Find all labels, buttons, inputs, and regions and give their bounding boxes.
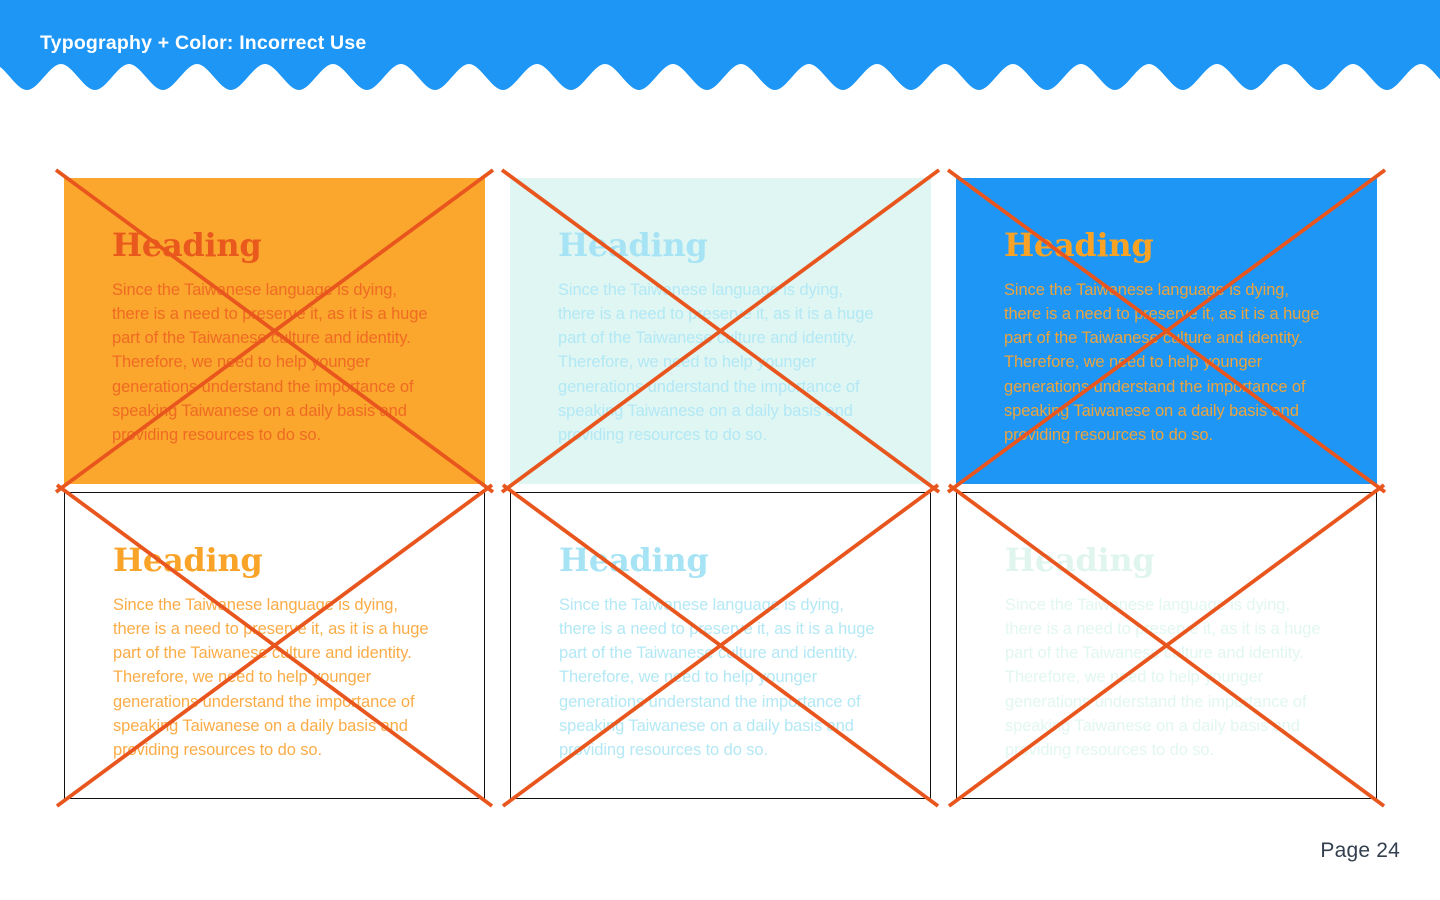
card-heading: Heading: [112, 226, 262, 264]
wave-edge: [0, 62, 1440, 90]
card-heading: Heading: [1005, 541, 1155, 579]
card-body-text: Since the Taiwanese language is dying, t…: [1004, 280, 1320, 445]
page-number: Page 24: [1320, 839, 1400, 862]
card-red-text-on-orange: Heading Since the Taiwanese language is …: [64, 178, 485, 484]
header-background: [0, 0, 1440, 62]
card-body-text: Since the Taiwanese language is dying, t…: [558, 280, 874, 445]
card-orange-text-on-blue: Heading Since the Taiwanese language is …: [956, 178, 1377, 484]
header-banner: Typography + Color: Incorrect Use: [0, 0, 1440, 92]
card-body-text: Since the Taiwanese language is dying, t…: [1005, 595, 1321, 760]
card-heading: Heading: [113, 541, 263, 579]
card-body-text: Since the Taiwanese language is dying, t…: [112, 280, 428, 445]
card-heading: Heading: [558, 226, 708, 264]
card-body-text: Since the Taiwanese language is dying, t…: [559, 595, 875, 760]
card-heading: Heading: [559, 541, 709, 579]
card-heading: Heading: [1004, 226, 1154, 264]
card-mint-text-on-white: Heading Since the Taiwanese language is …: [956, 492, 1377, 799]
card-cyan-text-on-white: Heading Since the Taiwanese language is …: [510, 492, 931, 799]
card-body-text: Since the Taiwanese language is dying, t…: [113, 595, 429, 760]
cards-grid: Heading Since the Taiwanese language is …: [64, 178, 1377, 799]
card-orange-text-on-white: Heading Since the Taiwanese language is …: [64, 492, 485, 799]
page-title: Typography + Color: Incorrect Use: [40, 32, 367, 54]
card-cyan-text-on-mint: Heading Since the Taiwanese language is …: [510, 178, 931, 484]
